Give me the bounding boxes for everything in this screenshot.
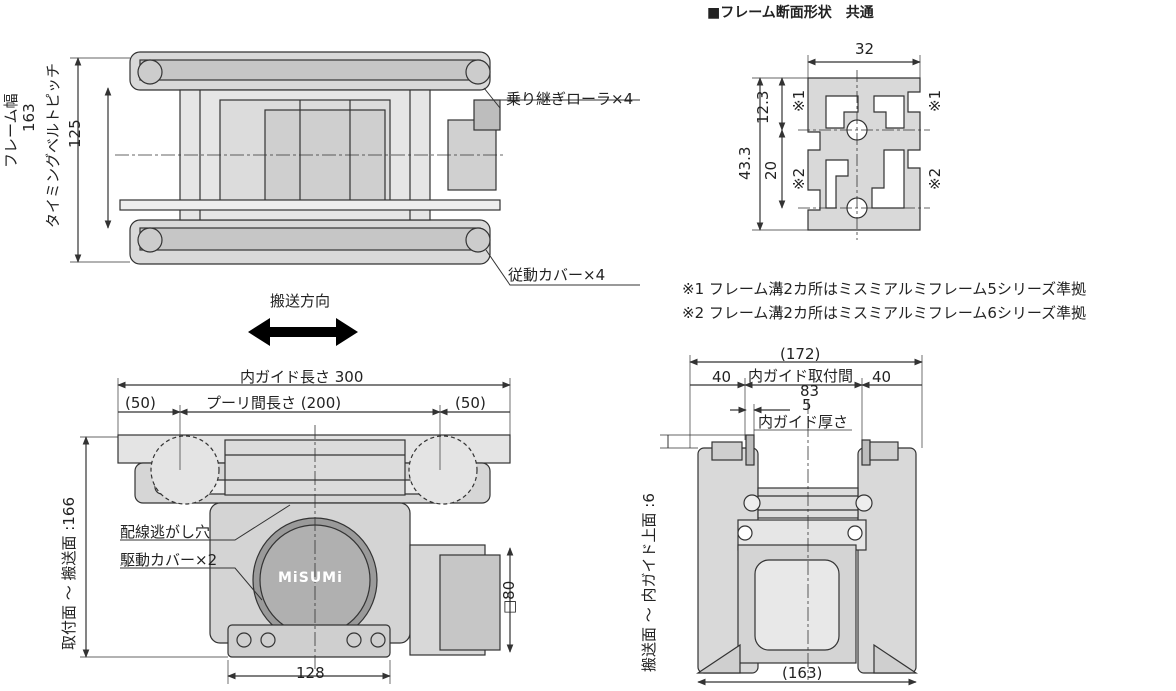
label-belt-pitch: タイミングベルトピッチ	[44, 62, 62, 228]
section-view	[752, 55, 930, 240]
guide-thickness-label: 内ガイド厚さ	[758, 413, 849, 431]
callout-drive-cover: 駆動カバー×2	[120, 551, 218, 569]
direction-label: 搬送方向	[270, 292, 331, 310]
inner-guide-length: 内ガイド長さ 300	[240, 368, 364, 386]
side-overall-width: (172)	[780, 345, 821, 363]
side-view	[660, 355, 923, 686]
guide-thickness-value: 5	[802, 396, 812, 414]
misumi-logo: MiSUMi	[278, 570, 343, 586]
margin-left: (50)	[125, 394, 156, 412]
section-mark1-left: ※1	[790, 89, 808, 112]
section-title: ■フレーム断面形状 共通	[707, 5, 874, 21]
side-left-gap: 40	[712, 368, 732, 386]
value-belt-pitch: 125	[66, 119, 84, 148]
mount-height: 取付面 ～ 搬送面 :166	[60, 497, 78, 650]
front-view	[80, 378, 514, 684]
value-frame-width: 163	[20, 103, 38, 132]
bottom-width: 128	[296, 664, 325, 682]
callout-driven-cover: 従動カバー×4	[508, 266, 606, 284]
side-right-gap: 40	[872, 368, 892, 386]
section-width: 32	[855, 40, 875, 58]
section-mark2-right: ※2	[926, 167, 944, 190]
section-slot-pitch: 20	[762, 160, 780, 180]
margin-right: (50)	[455, 394, 486, 412]
side-center-gap: 83	[800, 382, 820, 400]
label-frame-width: フレーム幅	[2, 93, 20, 168]
guide-height: 搬送面 ～ 内ガイド上面 :6	[640, 493, 658, 672]
note-1: ※1 フレーム溝2カ所はミスミアルミフレーム5シリーズ準拠	[682, 280, 1087, 298]
section-mark1-right: ※1	[926, 89, 944, 112]
section-total-height: 43.3	[736, 146, 754, 180]
top-view	[70, 51, 640, 286]
note-2: ※2 フレーム溝2カ所はミスミアルミフレーム6シリーズ準拠	[682, 304, 1087, 322]
section-top-offset: 12.3	[754, 90, 772, 124]
side-bottom-width: (163)	[782, 664, 823, 682]
side-inner-guide-mount: 内ガイド取付間	[748, 367, 854, 385]
direction-arrow-graphic	[248, 318, 358, 346]
pulley-length: プーリ間長さ (200)	[206, 394, 342, 412]
section-mark2-left: ※2	[790, 167, 808, 190]
callout-roller: 乗り継ぎローラ×4	[506, 90, 634, 108]
motor-size: □80	[500, 580, 518, 614]
callout-wiring-hole: 配線逃がし穴	[120, 523, 211, 541]
